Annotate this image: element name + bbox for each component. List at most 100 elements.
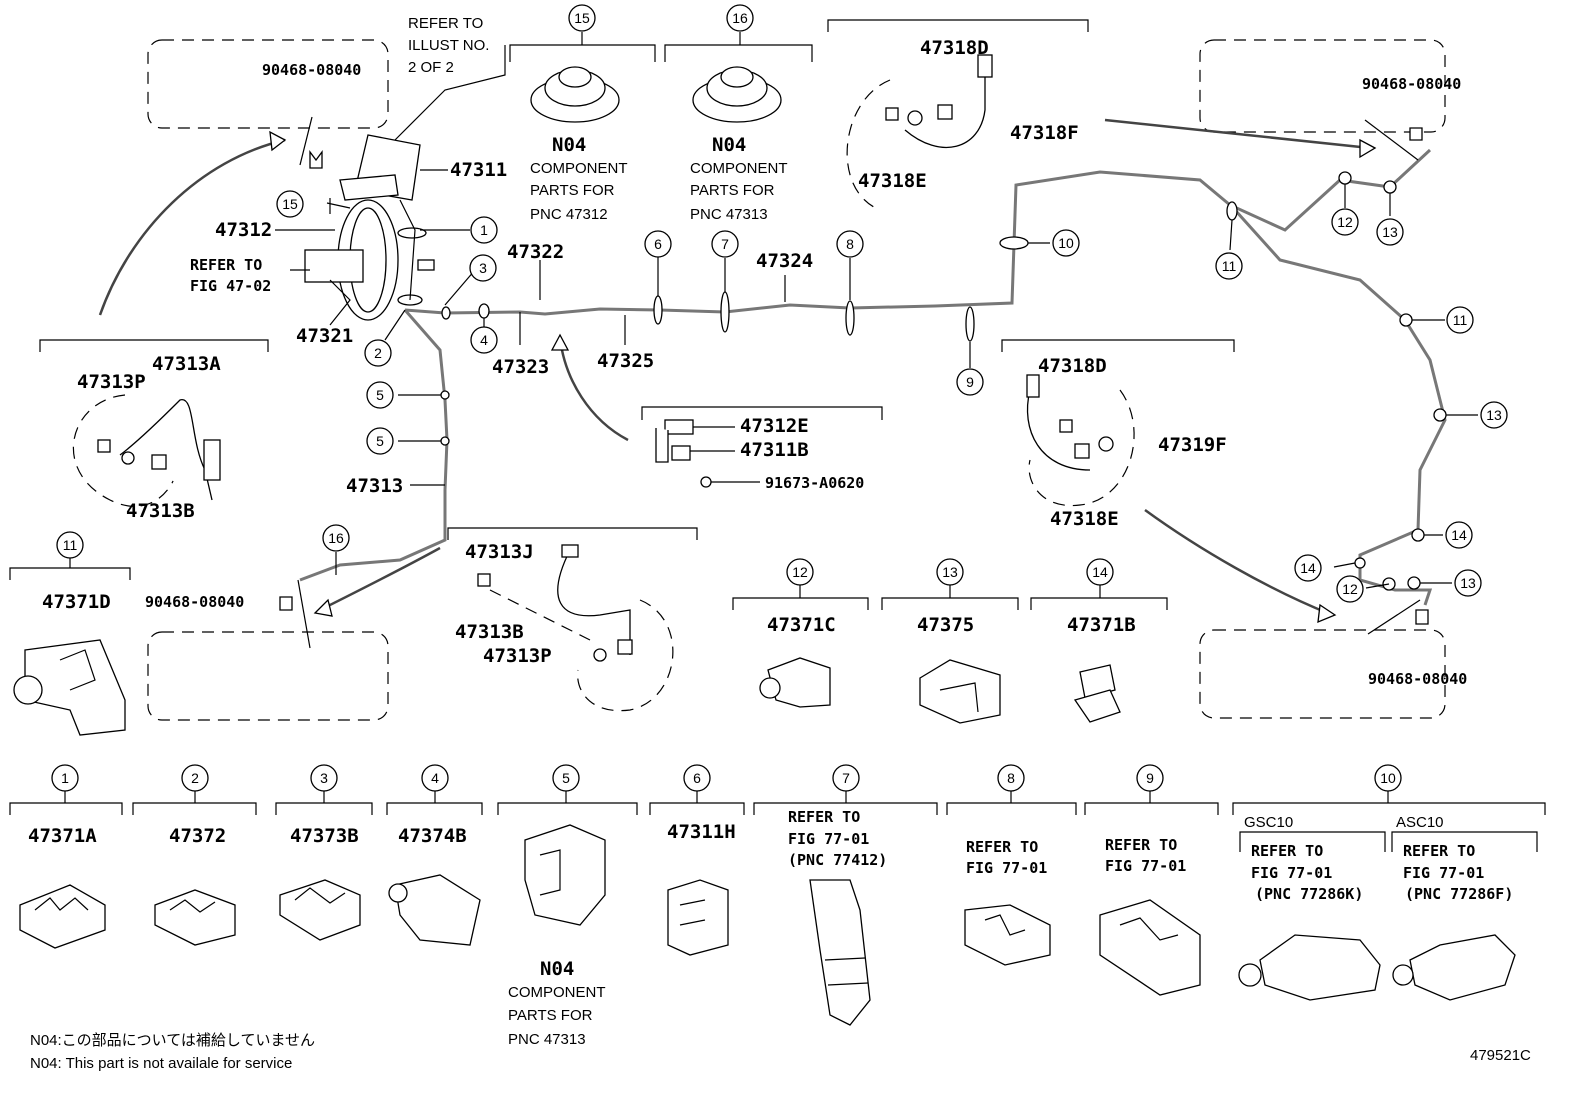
ref-illust-line1: REFER TO — [408, 15, 483, 32]
clip-47372 — [154, 889, 236, 946]
ref-box-mid-left — [147, 631, 389, 721]
label-90468-b: 90468-08040 — [145, 593, 244, 611]
clip-47371B — [1073, 664, 1121, 723]
callout-2: 2 — [374, 345, 382, 361]
ref-77286k-line1: REFER TO — [1251, 842, 1323, 860]
grommet-15 — [530, 66, 620, 123]
callout-12a: 12 — [1337, 214, 1353, 230]
n04-15-component: COMPONENT — [530, 160, 628, 177]
label-47313B-b: 47313B — [455, 621, 524, 643]
ref-77286f-line3: (PNC 77286F) — [1405, 885, 1513, 903]
callout-14b: 14 — [1300, 560, 1316, 576]
n04-15-parts-for: PARTS FOR — [530, 182, 615, 199]
callout-7: 7 — [721, 236, 729, 252]
ref-illust-line2: ILLUST NO. — [408, 37, 489, 54]
clip-47375 — [919, 659, 1001, 724]
label-47323: 47323 — [492, 356, 549, 378]
callout-15b: 15 — [282, 196, 298, 212]
callout-5a: 5 — [376, 387, 384, 403]
label-47313P-b: 47313P — [483, 645, 552, 667]
n04-15-pnc: PNC 47312 — [530, 206, 608, 223]
tube-clamps — [397, 171, 1447, 591]
bolt-90468 — [279, 116, 1429, 649]
label-gsc10: GSC10 — [1244, 814, 1293, 831]
clip-77-01-b — [1099, 899, 1201, 996]
n04-15-code: N04 — [552, 134, 586, 156]
label-47325: 47325 — [597, 350, 654, 372]
callout-8b: 8 — [1007, 770, 1015, 786]
label-91673: 91673-A0620 — [765, 474, 864, 492]
clip-77-01-a — [964, 904, 1051, 966]
ref-box-top-left — [147, 39, 389, 129]
label-47321: 47321 — [296, 325, 353, 347]
ref-illust-line3: 2 OF 2 — [408, 59, 454, 76]
group-brackets — [9, 19, 1546, 852]
callout-16: 16 — [732, 10, 748, 26]
label-47372: 47372 — [169, 825, 226, 847]
n04-notes: N04 COMPONENT PARTS FOR PNC 47312 N04 CO… — [508, 134, 788, 1048]
clip-47312E-group — [655, 419, 760, 488]
clip-47311H — [667, 879, 729, 956]
label-47322: 47322 — [507, 241, 564, 263]
label-47318E-a: 47318E — [858, 170, 927, 192]
label-47318E-b: 47318E — [1050, 508, 1119, 530]
n04-16-component: COMPONENT — [690, 160, 788, 177]
hose-47313A-detail — [72, 394, 221, 507]
clip-47311-n04 — [524, 824, 606, 926]
callout-13d: 13 — [942, 564, 958, 580]
label-47311: 47311 — [450, 159, 507, 181]
label-47371A: 47371A — [28, 825, 97, 847]
ref-fig47-line2: FIG 47-02 — [190, 277, 271, 295]
callout-6b: 6 — [693, 770, 701, 786]
ref-77-01-a-line2: FIG 77-01 — [966, 859, 1047, 877]
footnote-en: N04: This part is not availale for servi… — [30, 1055, 292, 1072]
callout-7b: 7 — [842, 770, 850, 786]
callout-13c: 13 — [1460, 575, 1476, 591]
ref-box-top-right — [1199, 39, 1446, 133]
footnote-jp: N04:この部品については補給していません — [30, 1032, 315, 1049]
n04-5-code: N04 — [540, 958, 574, 980]
label-47313: 47313 — [346, 475, 403, 497]
callout-16b: 16 — [328, 530, 344, 546]
ref-77286k-line3: (PNC 77286K) — [1255, 885, 1363, 903]
n04-16-pnc: PNC 47313 — [690, 206, 768, 223]
label-47319F: 47319F — [1158, 434, 1227, 456]
hose-47319F-detail — [1026, 374, 1135, 507]
clip-47373B — [279, 879, 361, 941]
callout-5c: 5 — [562, 770, 570, 786]
clip-47374B — [388, 874, 481, 946]
callout-13a: 13 — [1382, 224, 1398, 240]
leader-lines — [275, 45, 1478, 589]
label-47313B-a: 47313B — [126, 500, 195, 522]
ref-77286f-line1: REFER TO — [1403, 842, 1475, 860]
label-90468-a: 90468-08040 — [262, 61, 361, 79]
ref-77412-line2: FIG 77-01 — [788, 830, 869, 848]
ref-77-01-b-line2: FIG 77-01 — [1105, 857, 1186, 875]
ref-77-01-b-line1: REFER TO — [1105, 836, 1177, 854]
callout-9b: 9 — [1146, 770, 1154, 786]
label-90468-d: 90468-08040 — [1368, 670, 1467, 688]
label-asc10: ASC10 — [1396, 814, 1444, 831]
label-47318D-a: 47318D — [920, 37, 989, 59]
n04-5-parts-for: PARTS FOR — [508, 1007, 593, 1024]
ref-77412-line3: (PNC 77412) — [788, 851, 887, 869]
label-47371D: 47371D — [42, 591, 111, 613]
label-47311H: 47311H — [667, 821, 736, 843]
hose-47318F-detail — [846, 54, 993, 211]
label-47373B: 47373B — [290, 825, 359, 847]
callout-15: 15 — [574, 10, 590, 26]
callout-11c: 11 — [63, 537, 78, 553]
callout-8: 8 — [846, 236, 854, 252]
label-47313A: 47313A — [152, 353, 221, 375]
label-47311B: 47311B — [740, 439, 809, 461]
label-47371B: 47371B — [1067, 614, 1136, 636]
n04-5-component: COMPONENT — [508, 984, 606, 1001]
brake-tube-route — [299, 148, 1447, 606]
callout-4: 4 — [480, 332, 488, 348]
label-47313J: 47313J — [465, 541, 534, 563]
callout-11a: 11 — [1222, 258, 1237, 274]
callout-1: 1 — [480, 222, 488, 238]
callout-3b: 3 — [320, 770, 328, 786]
label-47374B: 47374B — [398, 825, 467, 847]
